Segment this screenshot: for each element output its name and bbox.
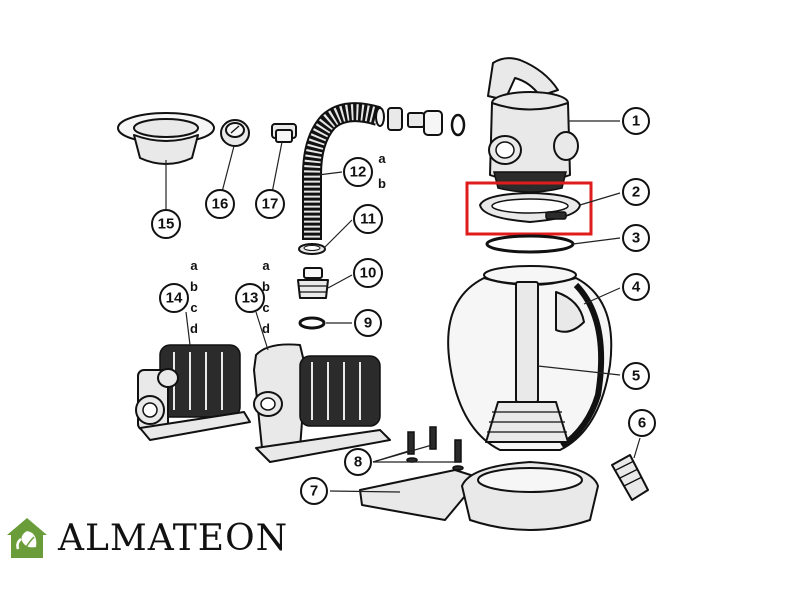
brand-logo: ALMATEON: [4, 508, 288, 568]
callout-16: 16: [205, 189, 235, 219]
brand-name: ALMATEON: [58, 517, 289, 559]
svg-text:12: 12: [350, 164, 367, 181]
svg-text:10: 10: [360, 265, 377, 282]
callout-1: 1: [622, 107, 650, 135]
callout-8: 8: [344, 448, 372, 476]
svg-text:b: b: [378, 176, 386, 191]
svg-text:3: 3: [632, 230, 640, 247]
valve-side-fittings: [387, 107, 466, 137]
callout-12: 12: [343, 157, 373, 187]
part-2-tank-clamp: [479, 192, 581, 223]
svg-text:2: 2: [632, 184, 640, 201]
svg-text:9: 9: [364, 315, 372, 332]
svg-text:b: b: [190, 279, 198, 294]
svg-text:4: 4: [632, 279, 641, 296]
svg-text:d: d: [190, 321, 198, 336]
house-leaf-icon: [7, 518, 47, 558]
callout-11: 11: [353, 204, 383, 234]
part-1-multiport-valve: [487, 57, 579, 193]
svg-text:c: c: [190, 300, 197, 315]
svg-text:15: 15: [158, 216, 175, 233]
callouts: 1 2 3 4 5 6 7 8 9 10 11 12 13 14 15 16 1…: [151, 107, 656, 505]
part-8-screws: [406, 426, 464, 471]
svg-text:6: 6: [638, 415, 646, 432]
svg-text:17: 17: [262, 196, 279, 213]
svg-text:b: b: [262, 279, 270, 294]
variants-14: a b c d: [190, 258, 198, 336]
svg-text:7: 7: [310, 483, 318, 500]
part-6-drain-plug: [611, 454, 649, 501]
callout-4: 4: [622, 273, 650, 301]
part-5-standpipe: [485, 281, 569, 443]
part-10-connector: [297, 267, 329, 299]
variants-12: a b: [378, 151, 386, 191]
callout-7: 7: [300, 477, 328, 505]
callout-10: 10: [353, 258, 383, 288]
callout-17: 17: [255, 189, 285, 219]
svg-text:d: d: [262, 321, 270, 336]
svg-text:8: 8: [354, 454, 362, 471]
part-9-o-ring: [298, 316, 326, 330]
svg-text:a: a: [262, 258, 270, 273]
svg-text:5: 5: [632, 368, 640, 385]
callout-13: 13: [235, 283, 265, 313]
svg-text:c: c: [262, 300, 269, 315]
part-15-basket: [117, 112, 215, 165]
variants-13: a b c d: [262, 258, 270, 336]
part-17-fitting: [271, 123, 297, 143]
part-7-base: [359, 461, 599, 531]
svg-text:11: 11: [360, 211, 376, 228]
part-3-o-ring: [485, 234, 575, 254]
svg-text:1: 1: [632, 113, 640, 130]
callout-9: 9: [354, 309, 382, 337]
callout-3: 3: [622, 224, 650, 252]
callout-2: 2: [622, 178, 650, 206]
callout-15: 15: [151, 209, 181, 239]
highlight-box: [465, 181, 593, 236]
callout-5: 5: [622, 362, 650, 390]
part-14-pump: [135, 344, 251, 441]
part-11-clamp: [298, 243, 326, 255]
svg-text:14: 14: [166, 290, 183, 307]
svg-text:16: 16: [212, 196, 229, 213]
part-12-hose: [302, 102, 385, 240]
part-16-gauge: [220, 119, 250, 147]
svg-text:13: 13: [242, 290, 259, 307]
svg-text:a: a: [378, 151, 386, 166]
callout-6: 6: [628, 409, 656, 437]
svg-text:a: a: [190, 258, 198, 273]
leader-lines: [165, 120, 641, 493]
part-13-pump: [253, 343, 391, 463]
callout-14: 14: [159, 283, 189, 313]
